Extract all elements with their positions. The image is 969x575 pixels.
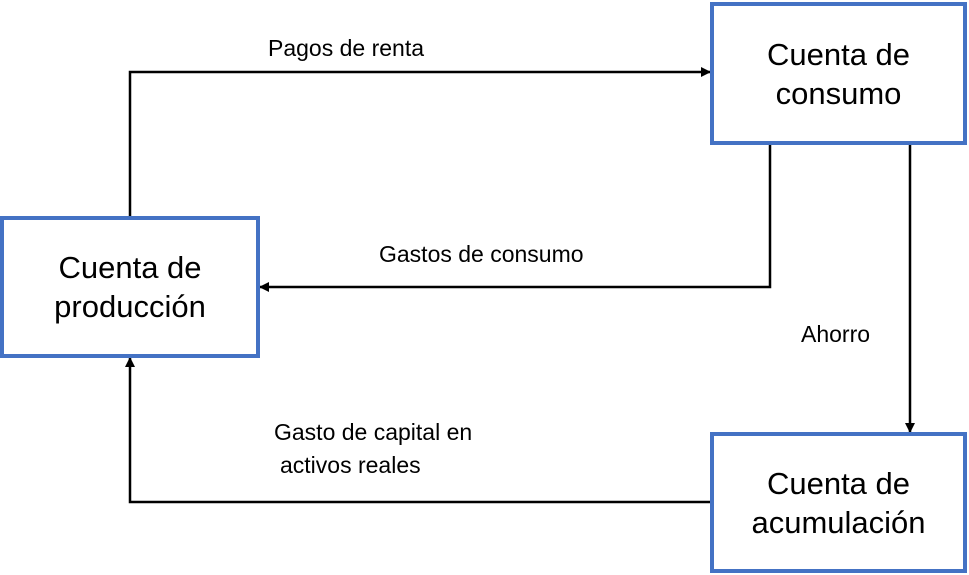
label-gasto-de-capital-line2: activos reales xyxy=(280,452,421,478)
edge-pagos-de-renta xyxy=(128,67,711,216)
node-consumo-line1: Cuenta de xyxy=(766,36,911,72)
node-consumo-line2: consumo xyxy=(775,75,902,111)
label-ahorro: Ahorro xyxy=(801,321,871,347)
node-acumulacion-line2: acumulación xyxy=(751,504,926,540)
label-pagos-de-renta: Pagos de renta xyxy=(268,35,425,61)
node-cuenta-de-acumulacion: Cuenta de acumulación xyxy=(710,432,967,573)
label-gastos-de-consumo: Gastos de consumo xyxy=(379,241,584,267)
label-gasto-de-capital-line1: Gasto de capital en xyxy=(274,419,473,445)
node-produccion-line1: Cuenta de xyxy=(58,250,202,285)
edge-gastos-de-consumo xyxy=(259,145,772,292)
node-acumulacion-line1: Cuenta de xyxy=(766,465,911,501)
edge-gasto-de-capital xyxy=(125,357,710,504)
node-cuenta-de-produccion: Cuenta de producción xyxy=(0,216,260,358)
node-cuenta-de-consumo: Cuenta de consumo xyxy=(710,2,967,145)
node-produccion-line2: producción xyxy=(54,289,206,324)
